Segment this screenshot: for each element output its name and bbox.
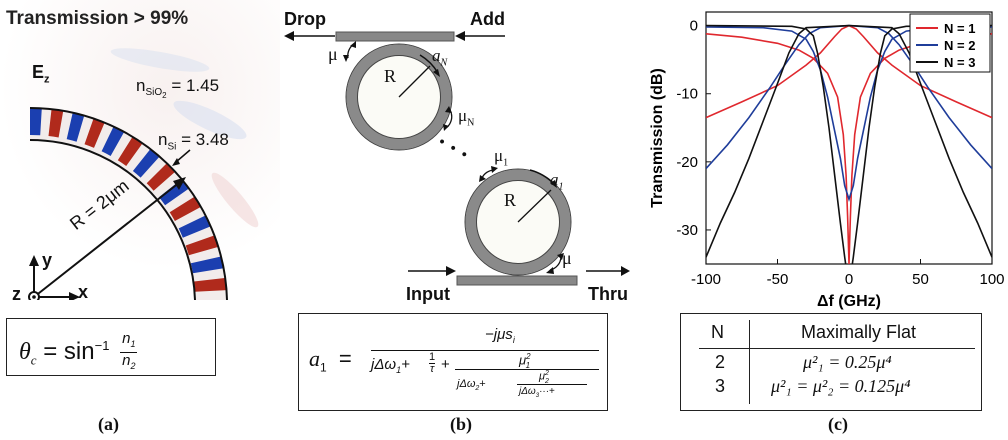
input-bus-waveguide (456, 275, 578, 286)
series-line-3-thru (706, 24, 992, 264)
n-si-label: nSi = 3.48 (158, 130, 229, 153)
ring-resonator-diagram (284, 31, 630, 286)
field-stripe (66, 107, 86, 142)
drop-bus-waveguide (335, 31, 455, 42)
axis-x-label: x (78, 282, 89, 302)
panel-a-title: Transmission > 99% (6, 8, 189, 29)
y-tick-label: 0 (690, 18, 698, 35)
x-axis-label: Δf (GHz) (817, 293, 881, 310)
axis-z-label: z (12, 284, 21, 304)
critical-angle-formula: θc = sin−1 n1 n2 (19, 330, 138, 371)
field-label: Ez (32, 62, 50, 86)
field-stripe (146, 160, 178, 191)
thru-label: Thru (588, 284, 628, 304)
coupling-formula-box: a1 = −jμsi jΔω1+ 1 τ + μ21 jΔω2+ (298, 313, 608, 411)
caption-c: (c) (828, 414, 848, 434)
y-tick-label: -10 (676, 86, 698, 103)
waveguide-field-plot (0, 0, 280, 300)
legend-label: N = 1 (944, 21, 975, 36)
legend-label: N = 2 (944, 38, 975, 53)
caption-b: (b) (450, 414, 472, 434)
series-line-1-thru (706, 33, 992, 264)
a-1-label: a1 (550, 170, 564, 193)
a-n-label: aN (432, 46, 448, 69)
coupling-formula: a1 = −jμsi jΔω1+ 1 τ + μ21 jΔω2+ (307, 320, 603, 404)
mu-1-label: μ1 (494, 146, 509, 169)
mu-bottom-label: μ (562, 248, 572, 268)
field-stripe (48, 107, 65, 138)
critical-angle-formula-box: θc = sin−1 n1 n2 (6, 318, 216, 376)
field-stripe (190, 256, 225, 274)
drop-label: Drop (284, 9, 326, 29)
field-stripe (30, 107, 43, 136)
r-top-label: R (384, 66, 397, 86)
x-tick-label: -100 (691, 271, 721, 288)
panel-a: Transmission > 99% Ez nSiO2 = 1.45 nSi =… (0, 0, 280, 440)
caption-a: (a) (98, 414, 119, 434)
field-stripe (178, 214, 213, 238)
mu-n-label: μN (458, 106, 475, 129)
table-row: 3 μ²₁ = μ²₂ = 0.125μ⁴ (715, 376, 911, 396)
field-stripe (185, 234, 220, 256)
add-label: Add (470, 9, 505, 29)
x-tick-label: 50 (912, 271, 929, 288)
table-header-flat: Maximally Flat (801, 322, 917, 342)
series-line-3-drop (706, 24, 992, 258)
input-label: Input (406, 284, 450, 304)
r-bottom-label: R (504, 190, 517, 210)
transmission-chart: -100 -50 0 50 100 0 -10 -20 -30 Δf (GHz) Transmiss… (649, 11, 1005, 310)
field-stripe (132, 146, 163, 178)
table-row: 2 μ²₁ = 0.25μ⁴ (715, 352, 892, 372)
field-stripe (84, 114, 107, 148)
series-line-2-thru (706, 26, 992, 202)
field-stripe (169, 195, 203, 221)
x-tick-label: 0 (845, 271, 853, 288)
field-stripe (194, 277, 227, 292)
y-axis-label: Transmission (dB) (649, 68, 666, 208)
table-header-n: N (711, 322, 724, 342)
y-tick-label: -20 (676, 154, 698, 171)
axis-y-label: y (42, 250, 53, 270)
legend-label: N = 3 (944, 55, 975, 70)
x-tick-label: -50 (767, 271, 789, 288)
panel-c: -100 -50 0 50 100 0 -10 -20 -30 Δf (GHz) Transmiss… (640, 0, 1008, 440)
field-stripe (159, 177, 192, 206)
n-sio2-label: nSiO2 = 1.45 (136, 76, 220, 101)
maximally-flat-table: N Maximally Flat 2 μ²₁ = 0.25μ⁴ 3 μ²₁ = … (680, 313, 982, 411)
mu-top-label: μ (328, 44, 338, 64)
panel-b: Drop Add Input Thru μ aN R μN • • • μ1 a… (280, 0, 630, 440)
y-tick-label: -30 (676, 222, 698, 239)
x-tick-label: 100 (979, 271, 1004, 288)
